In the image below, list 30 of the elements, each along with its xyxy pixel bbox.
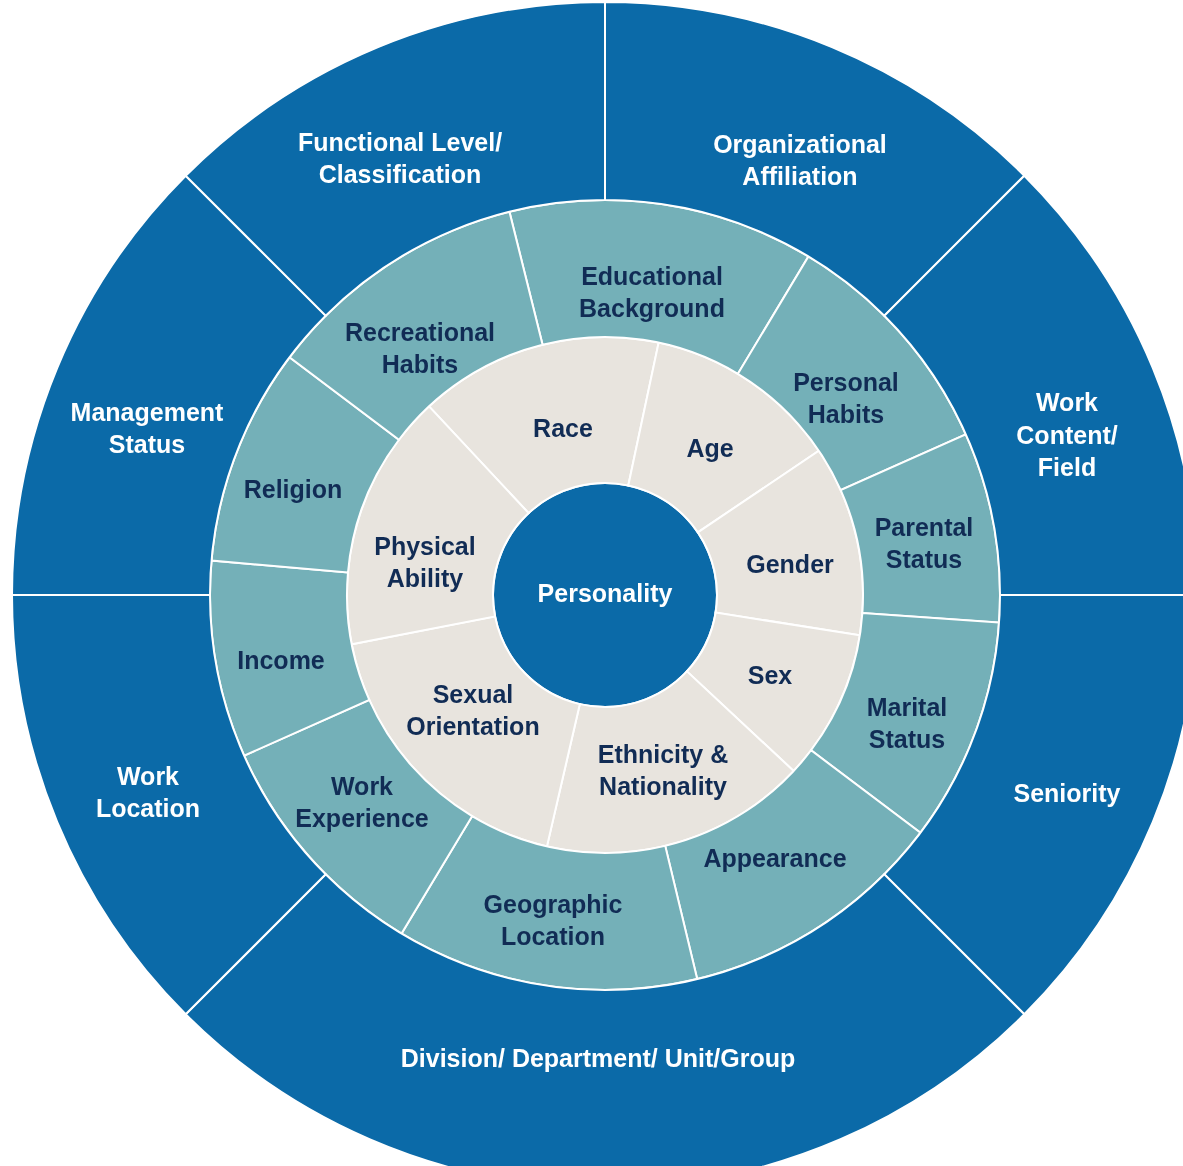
segment-label: Work Content/ Field [1015, 387, 1119, 484]
segment-label: Appearance [703, 842, 847, 874]
ring-segment [209, 559, 371, 757]
segment-label: Work Location [94, 760, 202, 824]
segment-label: Management Status [69, 396, 225, 460]
segment-label: Physical Ability [373, 530, 477, 594]
segment-label: Race [533, 412, 593, 444]
segment-label: Parental Status [873, 511, 975, 575]
segment-label: Work Experience [294, 770, 430, 834]
segment-label: Recreational Habits [343, 316, 497, 380]
segment-label: Sexual Orientation [405, 678, 541, 742]
segment-label: Age [686, 432, 734, 464]
segment-label: Gender [746, 548, 834, 580]
segment-label: Organizational Affiliation [712, 128, 888, 192]
segment-label: Educational Background [578, 260, 726, 324]
ring-segment [184, 873, 1026, 1166]
segment-label: Personality [537, 577, 673, 609]
segment-label: Income [237, 644, 325, 676]
ring-segment [810, 612, 1001, 834]
segment-label: Division/ Department/ Unit/Group [400, 1042, 796, 1074]
segment-label: Geographic Location [482, 888, 624, 952]
segment-label: Seniority [1013, 777, 1121, 809]
ring-segment [346, 405, 530, 646]
segment-label: Ethnicity & Nationality [596, 738, 730, 802]
segment-label: Sex [747, 659, 793, 691]
ring-segment [736, 255, 967, 492]
segment-label: Personal Habits [792, 366, 900, 430]
segment-label: Marital Status [865, 691, 949, 755]
segment-label: Functional Level/ Classification [296, 126, 504, 190]
segment-label: Religion [243, 473, 343, 505]
